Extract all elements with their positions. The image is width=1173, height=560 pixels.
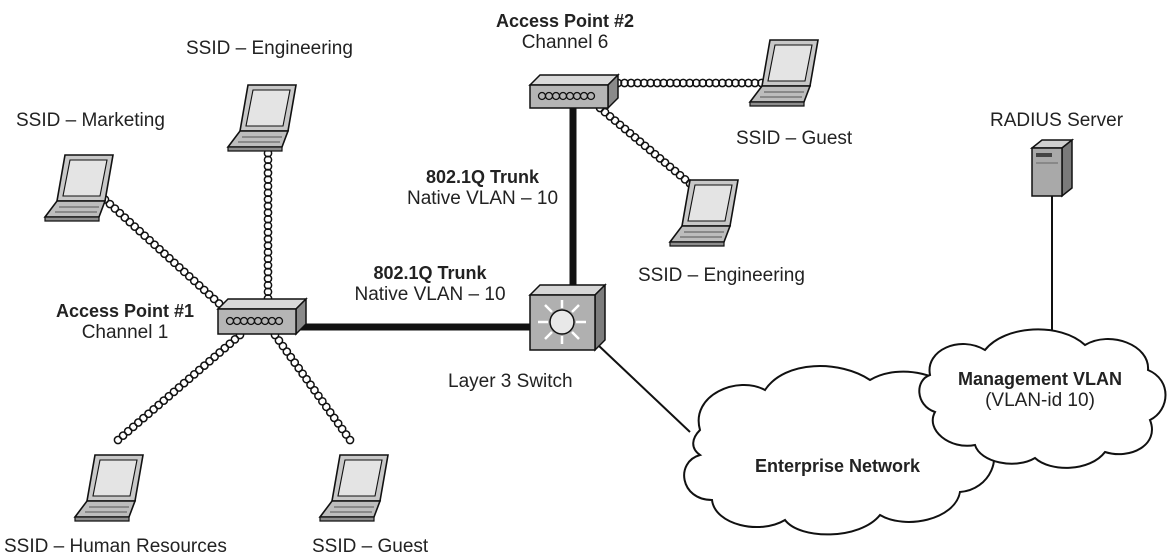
trunk-top-title: 802.1Q Trunk (425, 167, 540, 187)
wireless-link-ap1-engineering (263, 135, 273, 310)
laptop-guest-bottom (318, 454, 389, 522)
wireless-link-ap1-marketing (95, 190, 229, 313)
cloud-icon (683, 365, 996, 536)
access-point-2 (528, 73, 620, 110)
label-trunk-left: 802.1Q Trunk Native VLAN – 10 (345, 262, 515, 306)
access-point-icon (528, 73, 620, 110)
server-icon (1029, 138, 1075, 198)
laptop-icon (43, 154, 114, 222)
label-ssid-marketing: SSID – Marketing (16, 110, 165, 131)
layer3-switch-icon (528, 283, 607, 352)
cloud-icon (918, 328, 1167, 469)
management-vlan-cloud (918, 328, 1167, 469)
label-enterprise-network: Enterprise Network (755, 456, 921, 476)
label-access-point-2: Access Point #2 Channel 6 (480, 10, 650, 54)
label-ssid-guest-bottom: SSID – Guest (312, 536, 429, 557)
label-ssid-human-resources: SSID – Human Resources (4, 536, 227, 557)
link-switch-enterprise (597, 344, 691, 433)
ap2-title: Access Point #2 (495, 11, 635, 31)
ap2-channel: Channel 6 (521, 32, 609, 53)
laptop-icon (318, 454, 389, 522)
laptop-icon (748, 39, 819, 107)
ap1-title: Access Point #1 (55, 301, 195, 321)
laptop-human-resources (73, 454, 144, 522)
label-radius-server: RADIUS Server (990, 110, 1124, 131)
wireless-link-ap1-guest (270, 330, 355, 445)
label-access-point-1: Access Point #1 Channel 1 (40, 300, 210, 344)
laptops (43, 39, 819, 522)
radius-server (1029, 138, 1075, 198)
label-trunk-top: 802.1Q Trunk Native VLAN – 10 (400, 166, 565, 210)
ap1-channel: Channel 1 (81, 322, 169, 343)
laptop-icon (226, 84, 297, 152)
laptop-icon (668, 179, 739, 247)
label-management-vlan: Management VLAN (VLAN-id 10) (955, 368, 1125, 412)
label-ssid-engineering-top: SSID – Engineering (186, 38, 353, 59)
management-vlan-id: (VLAN-id 10) (985, 390, 1095, 411)
trunk-left-title: 802.1Q Trunk (373, 263, 487, 283)
wireless-link-ap1-hr (113, 330, 245, 445)
access-point-icon (216, 297, 308, 336)
laptop-marketing (43, 154, 114, 222)
label-layer3-switch: Layer 3 Switch (448, 371, 573, 392)
trunk-left-native: Native VLAN – 10 (354, 284, 506, 305)
wireless-links (95, 78, 773, 445)
wireless-link-ap2-guest (613, 78, 773, 88)
laptop-guest-right (748, 39, 819, 107)
laptop-icon (73, 454, 144, 522)
enterprise-network-cloud (683, 365, 996, 536)
access-point-1 (216, 297, 308, 336)
wireless-link-ap2-engineering (595, 103, 705, 197)
trunk-top-native: Native VLAN – 10 (406, 188, 559, 209)
laptop-engineering-top (226, 84, 297, 152)
laptop-engineering-right (668, 179, 739, 247)
layer3-switch (528, 283, 607, 352)
label-ssid-engineering-right: SSID – Engineering (638, 265, 805, 286)
label-ssid-guest-right: SSID – Guest (736, 128, 853, 149)
management-vlan-title: Management VLAN (957, 369, 1123, 389)
